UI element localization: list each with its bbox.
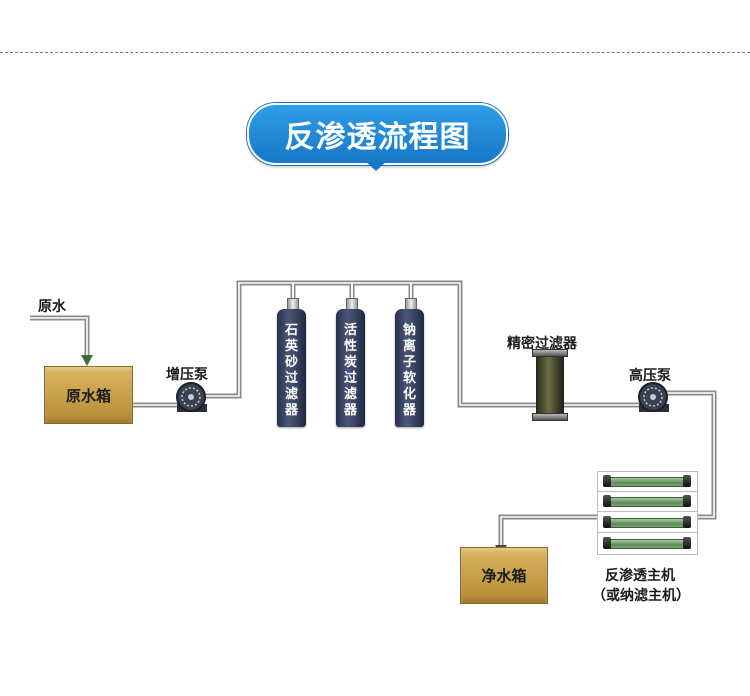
booster-pump-icon [176, 382, 207, 412]
vessel-char: 子 [402, 355, 416, 370]
vessel-char: 砂 [284, 355, 298, 370]
precision-filter-label: 精密过滤器 [507, 336, 577, 352]
ro-membrane [610, 497, 684, 507]
vessel-char: 器 [402, 403, 416, 418]
pipe-carbon-to-softener [349, 280, 414, 305]
clean-water-tank: 净水箱 [460, 547, 548, 604]
booster-pump-label: 增压泵 [166, 367, 208, 383]
raw-water-tank-label: 原水箱 [65, 386, 111, 405]
top-divider [0, 52, 750, 53]
ro-membrane [610, 539, 684, 549]
vessel-char: 活 [343, 323, 357, 338]
ro-membrane-end [603, 475, 611, 487]
vessel-char: 器 [284, 403, 298, 418]
clean-water-tank-label: 净水箱 [481, 567, 527, 585]
ro-unit-rack [597, 471, 698, 555]
high-pressure-pump-icon [638, 382, 669, 412]
ro-membrane-end [683, 475, 691, 487]
vessel-char: 炭 [343, 355, 357, 370]
arrow-into-raw-tank [81, 355, 93, 366]
ro-membrane [610, 518, 684, 528]
quartz-sand-filter: 石 英 砂 过 滤 器 [277, 309, 306, 427]
vessel-char: 化 [402, 387, 416, 402]
sodium-ion-softener: 钠 离 子 软 化 器 [395, 309, 424, 427]
activated-carbon-filter: 活 性 炭 过 滤 器 [336, 309, 365, 427]
vessel-char: 性 [343, 339, 357, 354]
precision-filter-bottom-band [532, 413, 568, 421]
pipe-sand-to-carbon [290, 280, 355, 305]
title-pointer [365, 161, 387, 171]
vessel-char: 过 [284, 371, 298, 386]
vessel-char: 滤 [343, 387, 357, 402]
ro-membrane-end [683, 537, 691, 549]
title-badge: 反渗透流程图 [247, 103, 508, 165]
vessel-char: 钠 [402, 323, 416, 338]
page-title: 反渗透流程图 [284, 120, 471, 155]
ro-rack-shelf [597, 491, 698, 492]
ro-membrane-end [683, 495, 691, 507]
precision-filter-top-band [532, 349, 568, 357]
vessel-char: 滤 [284, 387, 298, 402]
pipe-raw-water-inlet [30, 315, 90, 360]
raw-water-label: 原水 [38, 299, 66, 315]
ro-rack-shelf [597, 511, 698, 512]
ro-membrane-end [603, 537, 611, 549]
ro-membrane [610, 477, 684, 487]
vessel-char: 石 [284, 323, 298, 338]
ro-membrane-end [683, 516, 691, 528]
raw-water-tank: 原水箱 [44, 366, 133, 424]
ro-unit-label: 反渗透主机 [605, 568, 675, 584]
pipe-ro-to-clean-tank [498, 514, 597, 550]
vessel-char: 离 [402, 339, 416, 354]
ro-membrane-end [603, 516, 611, 528]
high-pressure-pump-label: 高压泵 [629, 368, 671, 384]
ro-unit-sublabel: （或纳滤主机） [592, 588, 690, 604]
vessel-char: 器 [343, 403, 357, 418]
precision-filter-cartridge [536, 352, 564, 420]
vessel-char: 软 [402, 371, 416, 386]
ro-membrane-end [603, 495, 611, 507]
vessel-char: 英 [284, 339, 298, 354]
ro-rack-shelf [597, 532, 698, 533]
vessel-char: 过 [343, 371, 357, 386]
